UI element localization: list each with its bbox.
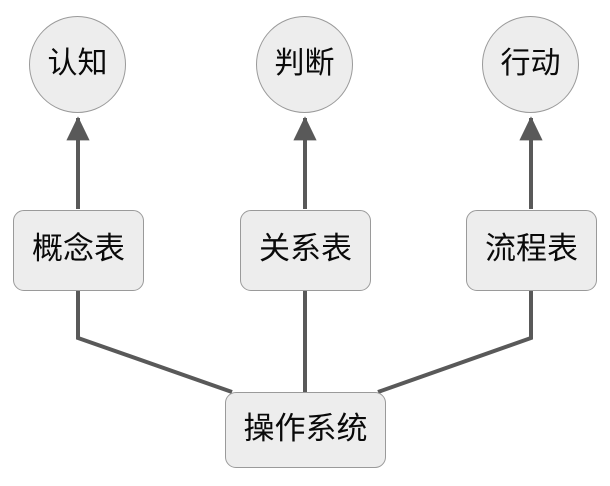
node-action-label: 行动 — [500, 45, 561, 81]
node-process-table-label: 流程表 — [485, 231, 578, 267]
node-relation-table-label: 关系表 — [259, 231, 352, 267]
node-process-table[interactable]: 流程表 — [466, 210, 597, 291]
edge-os-to-process — [377, 291, 533, 394]
node-cognition-label: 认知 — [47, 45, 108, 81]
node-operating-system[interactable]: 操作系统 — [225, 392, 386, 468]
node-judgement[interactable]: 判断 — [256, 16, 353, 113]
node-concept-table-label: 概念表 — [32, 231, 125, 267]
node-operating-system-label: 操作系统 — [243, 410, 368, 447]
node-cognition[interactable]: 认知 — [29, 16, 126, 113]
node-action[interactable]: 行动 — [482, 16, 579, 113]
node-concept-table[interactable]: 概念表 — [13, 210, 144, 291]
node-judgement-label: 判断 — [274, 45, 335, 81]
edge-os-to-concept — [76, 291, 233, 394]
node-relation-table[interactable]: 关系表 — [240, 210, 371, 291]
